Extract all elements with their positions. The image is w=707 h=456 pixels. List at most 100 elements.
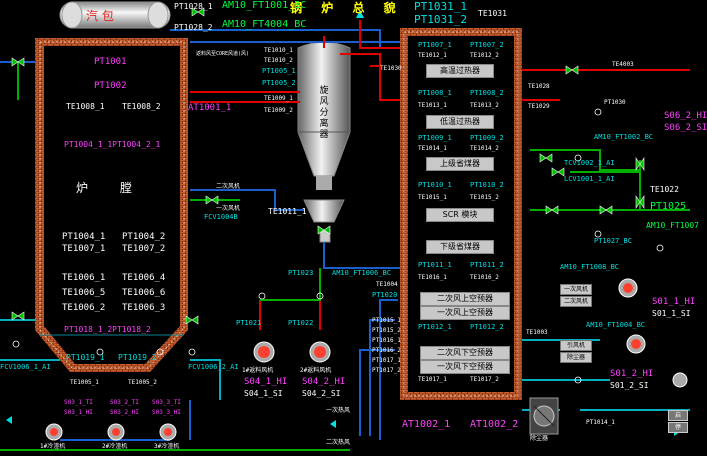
tag-s06-2-hi[interactable]: S06_2_HI bbox=[664, 111, 707, 121]
tag-te1008-1[interactable]: TE1008_1 bbox=[66, 102, 105, 111]
tag-am10-ft1002[interactable]: AM10_FT1002_BC bbox=[594, 133, 654, 141]
tag-pt1020-cyc[interactable]: PT1020 bbox=[372, 291, 398, 299]
tag-pt1025[interactable]: PT1025 bbox=[650, 201, 687, 212]
tag-te1007-2[interactable]: TE1007_2 bbox=[122, 244, 166, 254]
tag-te1012-1[interactable]: TE1012_1 bbox=[418, 52, 447, 59]
tag-s01-2-hi[interactable]: S01_2_HI bbox=[610, 369, 654, 379]
section-high-temp-superheater[interactable]: 高温过热器 bbox=[426, 64, 494, 78]
ctl-induced-fan[interactable]: 引风机 bbox=[560, 340, 592, 351]
tag-pt1001[interactable]: PT1001 bbox=[94, 57, 127, 67]
tag-te1031[interactable]: TE1031 bbox=[478, 9, 507, 18]
section-primary-lower-airheater[interactable]: 一次风下空预器 bbox=[420, 360, 510, 374]
tag-s01-2-si[interactable]: S01_2_SI bbox=[610, 381, 649, 390]
tag-te1006-5[interactable]: TE1006_5 bbox=[62, 288, 106, 298]
tag-pt1017-2[interactable]: PT1017_2 bbox=[372, 367, 401, 374]
tag-pt1009-2[interactable]: PT1009_2 bbox=[470, 134, 504, 142]
tag-pt1007-1[interactable]: PT1007_1 bbox=[418, 41, 452, 49]
tag-te1007-1[interactable]: TE1007_1 bbox=[62, 244, 106, 254]
tag-pt1004-1[interactable]: PT1004_1 bbox=[62, 232, 106, 242]
tag-te1012-2[interactable]: TE1012_2 bbox=[470, 52, 499, 59]
tag-pt1007-2[interactable]: PT1007_2 bbox=[470, 41, 504, 49]
tag-at1001-1[interactable]: AT1001_1 bbox=[188, 103, 232, 113]
tag-pt1017-1[interactable]: PT1017_1 bbox=[372, 357, 401, 364]
tag-s03-1-hi[interactable]: S03_1_HI bbox=[64, 409, 93, 416]
tag-te1010-1[interactable]: TE1010_1 bbox=[264, 47, 293, 54]
tag-pt1031-2[interactable]: PT1031_2 bbox=[414, 13, 467, 26]
tag-s03-2-hi[interactable]: S03_2_HI bbox=[110, 409, 139, 416]
tag-pt1030[interactable]: PT1030 bbox=[604, 99, 626, 106]
tag-s06-2-si[interactable]: S06_2_SI bbox=[664, 123, 707, 133]
section-scr-module[interactable]: SCR 模块 bbox=[426, 208, 494, 222]
tag-te1009-2[interactable]: TE1009_2 bbox=[264, 107, 293, 114]
tag-te1028[interactable]: TE1028 bbox=[528, 83, 550, 90]
tag-am10-ft1004[interactable]: AM10_FT1004_BC bbox=[586, 321, 646, 329]
tag-fcv1006-2[interactable]: FCV1006_2_AI bbox=[188, 363, 239, 371]
tag-pt1019-1[interactable]: PT1019_1 bbox=[66, 353, 105, 362]
section-low-temp-superheater[interactable]: 低温过热器 bbox=[426, 115, 494, 129]
tag-pt1021[interactable]: PT1021 bbox=[236, 319, 262, 327]
tag-te1030[interactable]: TE1030 bbox=[380, 65, 402, 72]
tag-s04-2-si[interactable]: S04_2_SI bbox=[302, 389, 341, 398]
tag-fcv1006-1[interactable]: FCV1006_1_AI bbox=[0, 363, 51, 371]
tag-pt1005-1[interactable]: PT1005_1 bbox=[262, 67, 296, 75]
tag-te1003[interactable]: TE1003 bbox=[526, 329, 548, 336]
tag-te1014-2[interactable]: TE1014_2 bbox=[470, 145, 499, 152]
tag-s03-1-ti[interactable]: S03_1_TI bbox=[64, 399, 93, 406]
tag-pt1010-1[interactable]: PT1010_1 bbox=[418, 181, 452, 189]
tag-pt1008-2[interactable]: PT1008_2 bbox=[470, 89, 504, 97]
tag-te1005-2[interactable]: TE1005_2 bbox=[128, 379, 157, 386]
tag-at1002-2[interactable]: AT1002_2 bbox=[470, 419, 519, 430]
tag-te1006-3[interactable]: TE1006_3 bbox=[122, 303, 166, 313]
tag-am10-ft4004[interactable]: AM10_FT4004_BC bbox=[222, 19, 307, 30]
tag-te1006-4[interactable]: TE1006_4 bbox=[122, 273, 166, 283]
ctl-dust-collector[interactable]: 除尘器 bbox=[560, 352, 592, 363]
tag-s04-2-hi[interactable]: S04_2_HI bbox=[302, 377, 346, 387]
tag-s03-2-ti[interactable]: S03_2_TI bbox=[110, 399, 139, 406]
tag-at1002-1[interactable]: AT1002_1 bbox=[402, 419, 451, 430]
ctl-secondary-fan[interactable]: 二次风机 bbox=[560, 296, 592, 307]
tag-s04-1-si[interactable]: S04_1_SI bbox=[244, 389, 283, 398]
tag-te1006-6[interactable]: TE1006_6 bbox=[122, 288, 166, 298]
tag-pt1004-1-1[interactable]: PT1004_1_1PT1004_2_1 bbox=[64, 140, 161, 149]
tag-lcv1001[interactable]: LCV1001_1_AI bbox=[564, 175, 615, 183]
tag-pt1009-1[interactable]: PT1009_1 bbox=[418, 134, 452, 142]
stop-button[interactable]: 停 bbox=[668, 422, 688, 433]
tag-pt1018[interactable]: PT1018_1_2PT1018_2 bbox=[64, 325, 151, 334]
tag-te1008-2[interactable]: TE1008_2 bbox=[122, 102, 161, 111]
tag-te1013-1[interactable]: TE1013_1 bbox=[418, 102, 447, 109]
tag-am10-ft1006[interactable]: AM10_FT1006_BC bbox=[332, 269, 392, 277]
tag-pt1008-1[interactable]: PT1008_1 bbox=[418, 89, 452, 97]
tag-te1015-1[interactable]: TE1015_1 bbox=[418, 194, 447, 201]
tag-pt1016-2[interactable]: PT1016_2 bbox=[372, 347, 401, 354]
tag-tcv1002[interactable]: TCV1002_1_AI bbox=[564, 159, 615, 167]
section-secondary-upper-airheater[interactable]: 二次风上空预器 bbox=[420, 292, 510, 306]
tag-am10-ft1007[interactable]: AM10_FT1007 bbox=[646, 221, 699, 230]
tag-pt1022[interactable]: PT1022 bbox=[288, 319, 314, 327]
tag-te1011-1[interactable]: TE1011_1 bbox=[268, 207, 307, 216]
tag-pt1011-2[interactable]: PT1011_2 bbox=[470, 261, 504, 269]
tag-te1006-2[interactable]: TE1006_2 bbox=[62, 303, 106, 313]
tag-pt1012-2[interactable]: PT1012_2 bbox=[470, 323, 504, 331]
section-secondary-lower-airheater[interactable]: 二次风下空预器 bbox=[420, 346, 510, 360]
tag-te1014-1[interactable]: TE1014_1 bbox=[418, 145, 447, 152]
tag-te1010-2[interactable]: TE1010_2 bbox=[264, 57, 293, 64]
tag-pt1028-2[interactable]: PT1028_2 bbox=[174, 23, 213, 32]
tag-pt1012-1[interactable]: PT1012_1 bbox=[418, 323, 452, 331]
tag-pt1005-2[interactable]: PT1005_2 bbox=[262, 79, 296, 87]
tag-te1016-2[interactable]: TE1016_2 bbox=[470, 274, 499, 281]
tag-te1005-1[interactable]: TE1005_1 bbox=[70, 379, 99, 386]
tag-pt1019-2[interactable]: PT1019_2 bbox=[118, 353, 157, 362]
tag-pt1028-1[interactable]: PT1028_1 bbox=[174, 2, 213, 11]
tag-te1013-2[interactable]: TE1013_2 bbox=[470, 102, 499, 109]
tag-pt1016-1[interactable]: PT1016_1 bbox=[372, 337, 401, 344]
tag-te4003[interactable]: TE4003 bbox=[612, 61, 634, 68]
tag-te1009-1[interactable]: TE1009_1 bbox=[264, 95, 293, 102]
tag-te1022[interactable]: TE1022 bbox=[650, 185, 679, 194]
tag-pt1027[interactable]: PT1027_BC bbox=[594, 237, 632, 245]
start-button[interactable]: 启 bbox=[668, 410, 688, 421]
tag-s04-1-hi[interactable]: S04_1_HI bbox=[244, 377, 288, 387]
tag-pt1010-2[interactable]: PT1010_2 bbox=[470, 181, 504, 189]
tag-am10-ft1001[interactable]: AM10_FT1001_BC bbox=[222, 0, 307, 11]
tag-pt1023[interactable]: PT1023 bbox=[288, 269, 314, 277]
tag-te1004[interactable]: TE1004 bbox=[376, 281, 398, 288]
